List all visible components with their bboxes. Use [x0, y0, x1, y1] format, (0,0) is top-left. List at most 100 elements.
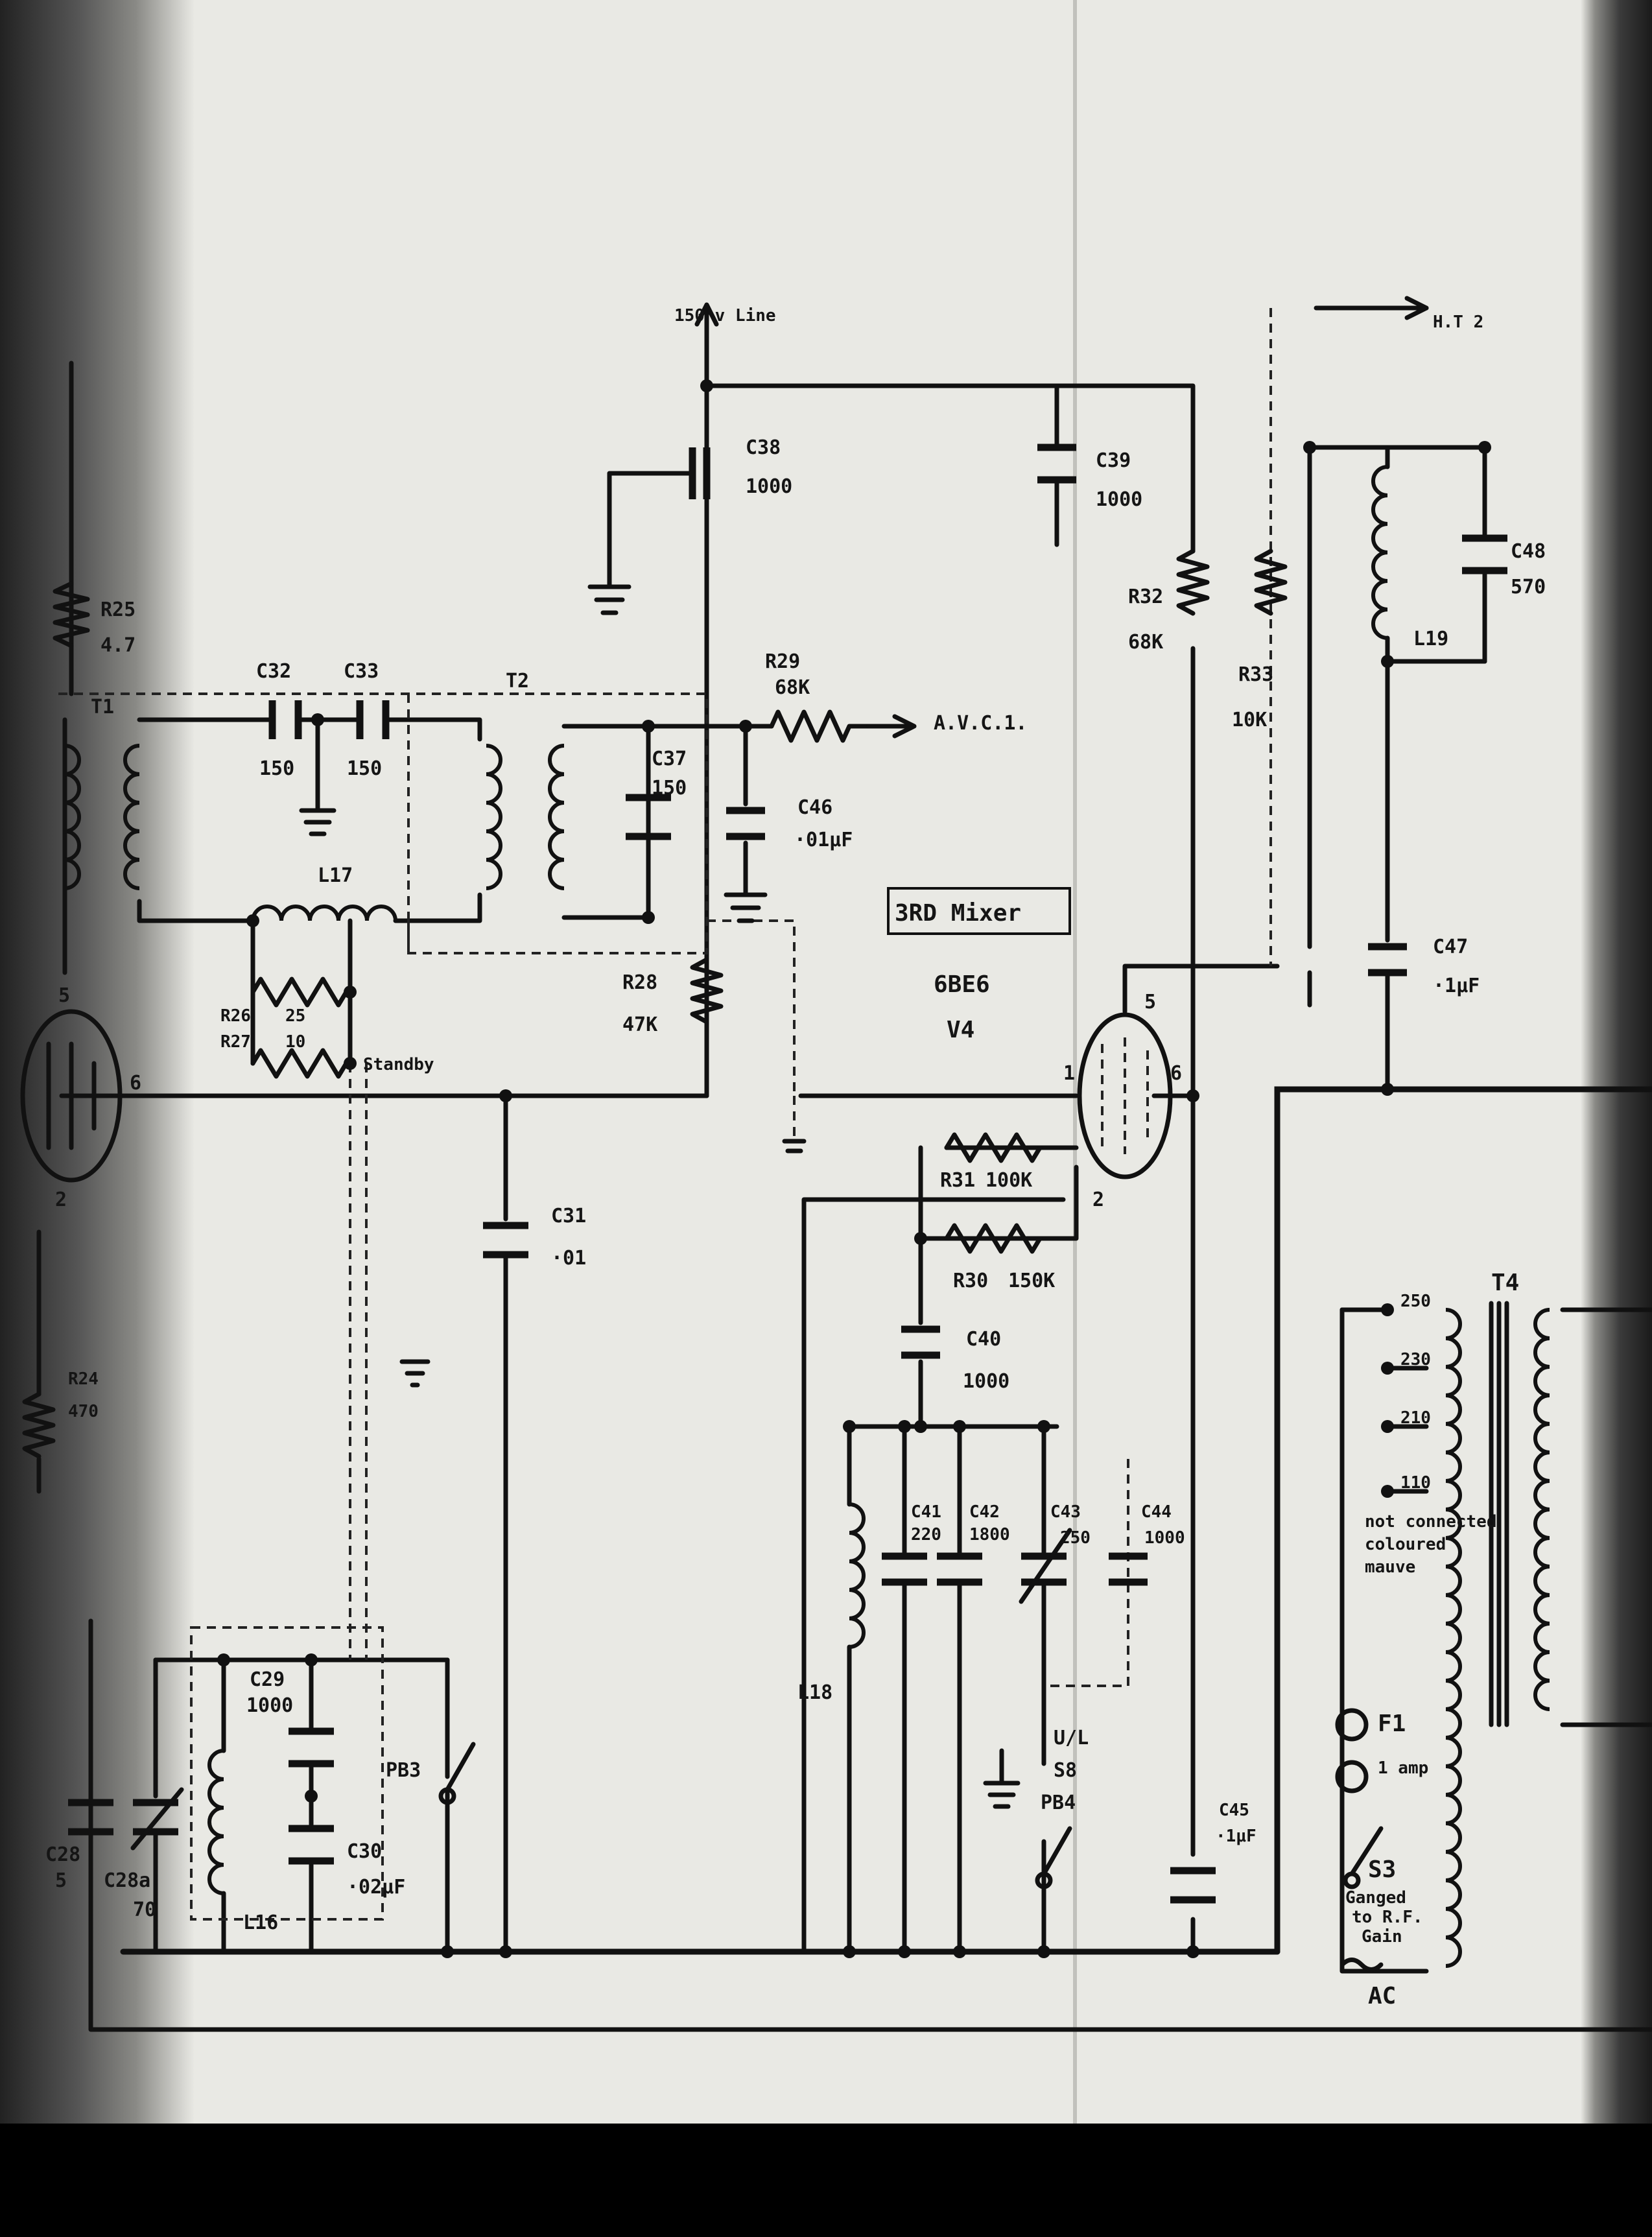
c42-value: 1800: [969, 1525, 1010, 1545]
c48-value: 570: [1511, 576, 1546, 598]
c32-ground: [299, 808, 336, 836]
c44-ref: C44: [1141, 1502, 1172, 1522]
c37-value: 150: [652, 777, 687, 799]
mixer-ground: [782, 1139, 807, 1154]
t2-ref: T2: [506, 670, 529, 692]
r27-resistor: [250, 1048, 353, 1079]
v4-pin5: 5: [1144, 991, 1156, 1013]
ac-tilde: [1339, 1958, 1384, 1972]
pb4-ref: PB4: [1041, 1792, 1076, 1814]
c44-dashed: [1044, 1459, 1129, 1687]
c30-plates: [289, 1825, 334, 1865]
r33-value: 10K: [1232, 709, 1267, 731]
s3-lever: [1349, 1826, 1384, 1876]
t4-tap-110-label: 110: [1400, 1473, 1431, 1493]
c37-plates: [626, 794, 671, 840]
c30-ref: C30: [347, 1840, 382, 1863]
junction: [344, 986, 357, 999]
junction: [914, 1420, 927, 1433]
t1-secondary-coil: [123, 744, 140, 890]
r29-ref: R29: [765, 650, 800, 673]
f1-value: 1 amp: [1378, 1758, 1428, 1778]
c46-value: ·01μF: [794, 829, 853, 851]
v4-pin2: 2: [1092, 1189, 1104, 1211]
junction: [1037, 1945, 1050, 1958]
f1-fuse-top: [1335, 1708, 1369, 1742]
junction: [843, 1945, 856, 1958]
capacitors: [68, 444, 1507, 1954]
v3-pin6: 6: [130, 1072, 141, 1095]
c47-ref: C47: [1433, 936, 1468, 958]
junction: [246, 914, 259, 927]
v3-pin5: 5: [58, 984, 70, 1007]
junction: [843, 1420, 856, 1433]
r28-resistor: [690, 957, 724, 1024]
mixer-label-box: [887, 887, 1071, 935]
t4-ref: T4: [1491, 1270, 1519, 1296]
junction: [953, 1945, 966, 1958]
t1-secondary-bottom: [137, 899, 255, 923]
c31-ref: C31: [551, 1205, 586, 1227]
junction: [1381, 1362, 1394, 1375]
r30-lead: [918, 1165, 1079, 1241]
l16-ref: L16: [243, 1912, 278, 1934]
c38-ground: [587, 584, 631, 615]
c43-ref: C43: [1050, 1502, 1081, 1522]
r30-ref: R30: [953, 1270, 988, 1292]
tube-type-label: 6BE6: [934, 971, 990, 998]
c43-trimmer-arrow: [1019, 1528, 1072, 1604]
circuit-schematic: 150 v Line H.T 2 A.V.C.1. 3RD Mixer 6BE6…: [20, 296, 1652, 2032]
c30-value: ·02μF: [347, 1876, 405, 1899]
t1-ref: T1: [91, 696, 114, 718]
c28a-ref: C28a: [104, 1869, 150, 1892]
pb3-ref: PB3: [386, 1759, 421, 1782]
t4-tap-250-label: 250: [1400, 1292, 1431, 1311]
right-scan-shadow: [1581, 0, 1652, 2124]
pb3-lever: [445, 1742, 476, 1792]
r32-resistor: [1176, 549, 1210, 616]
c31-plates: [483, 1222, 528, 1259]
switches: [438, 1708, 1384, 1972]
avc-arrow: [866, 714, 917, 739]
c45-value: ·1μF: [1216, 1827, 1257, 1846]
r26-ref: R26: [220, 1006, 251, 1026]
c39-ref: C39: [1096, 449, 1131, 472]
l18-ref: L18: [797, 1681, 832, 1704]
mid-ground: [399, 1359, 431, 1388]
junction: [499, 1089, 512, 1102]
mixer-label: 3RD Mixer: [895, 900, 1021, 927]
junction: [305, 1790, 318, 1803]
junction: [642, 720, 655, 733]
vertical-fold-line: [1073, 0, 1077, 2124]
c28-ref: C28: [45, 1843, 80, 1866]
t2-secondary-bottom: [561, 724, 651, 920]
c33-to-t2: [383, 717, 482, 742]
mixer-shield: [707, 919, 796, 1141]
ht2-label: H.T 2: [1433, 313, 1483, 332]
arrows: [694, 296, 1429, 739]
v3-electrodes: [46, 1041, 113, 1150]
junction: [1186, 1089, 1199, 1102]
junction: [953, 1420, 966, 1433]
c48-ref: C48: [1511, 540, 1546, 563]
t4-tap-230-label: 230: [1400, 1350, 1431, 1369]
r30-resistor: [944, 1223, 1043, 1254]
c38-ref: C38: [746, 436, 781, 459]
c28a-plates: [133, 1799, 178, 1836]
c39-value: 1000: [1096, 488, 1142, 511]
s3-ref: S3: [1368, 1856, 1396, 1883]
ganged-label-3: Gain: [1362, 1927, 1402, 1947]
c37-ref: C37: [652, 748, 687, 770]
junction: [1037, 1420, 1050, 1433]
coloured-label: coloured: [1365, 1535, 1446, 1554]
c46-ref: C46: [797, 796, 832, 819]
junction: [441, 1945, 454, 1958]
standby-dash: [349, 1063, 368, 1660]
osc-feedback-left: [801, 1145, 1066, 1954]
inductors: [64, 445, 1550, 1968]
wires: [36, 305, 1652, 2032]
r29-value: 68K: [775, 676, 810, 699]
c40-value: 1000: [963, 1370, 1009, 1393]
junction: [898, 1945, 911, 1958]
ac-label: AC: [1368, 1983, 1396, 2009]
